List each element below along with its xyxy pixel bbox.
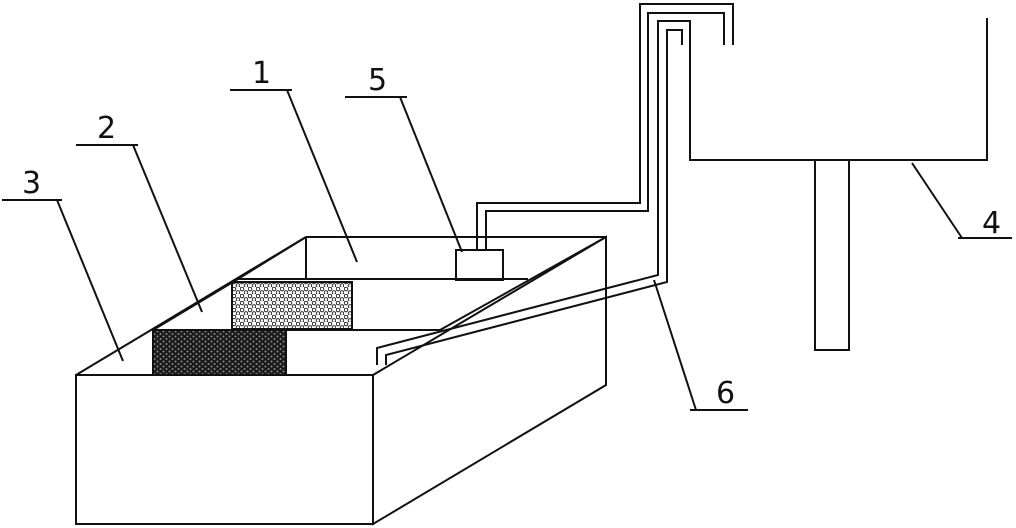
partition-right-slope	[439, 236, 607, 331]
filter-block-light	[231, 281, 353, 330]
label-4: 4	[982, 206, 1001, 241]
partition-upper-left	[237, 236, 307, 280]
label-5: 5	[368, 63, 387, 98]
elevated-tank	[689, 18, 988, 351]
return-pipe	[376, 20, 691, 365]
leader-lines	[2, 89, 1012, 411]
pump-box	[455, 249, 504, 281]
tank-right-face	[372, 235, 607, 526]
label-6: 6	[716, 376, 735, 411]
label-1: 1	[252, 56, 271, 91]
elevated-tank-stand	[814, 159, 850, 351]
filter-block-dark	[152, 329, 287, 376]
partition-mid-left	[152, 278, 239, 331]
supply-pipe	[476, 3, 734, 250]
label-2: 2	[97, 111, 116, 146]
tank-front-face	[75, 374, 374, 525]
label-3: 3	[22, 166, 41, 201]
tank	[75, 235, 607, 526]
